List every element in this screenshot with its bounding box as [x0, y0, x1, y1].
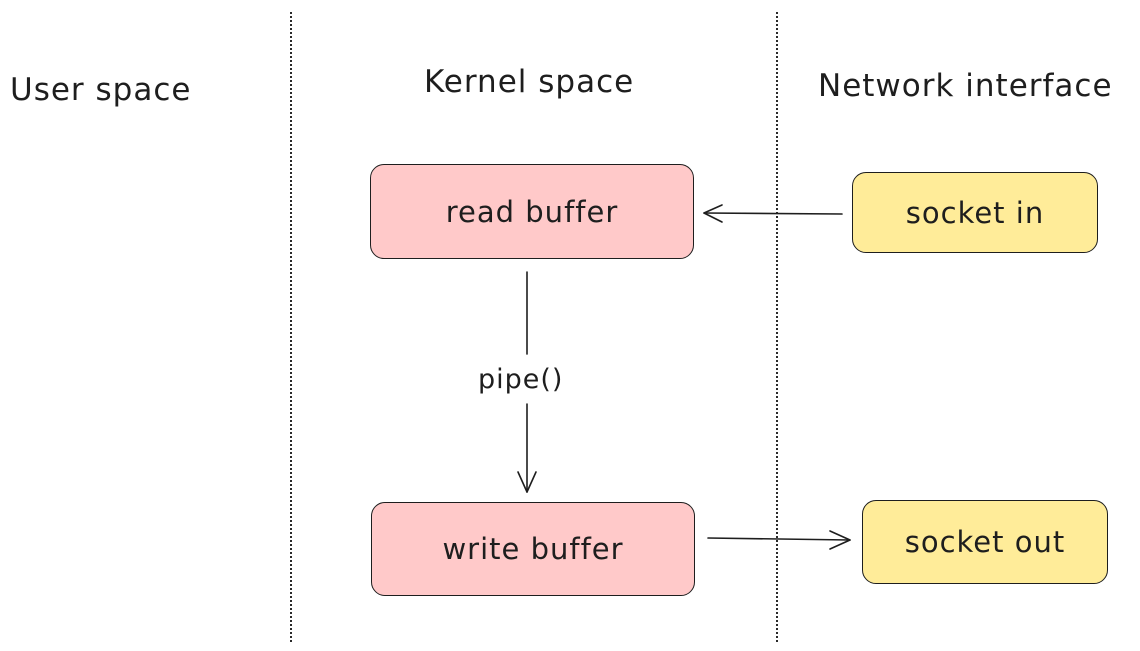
arrow-read-to-write-buffer — [517, 271, 537, 493]
arrow-write-buffer-to-socket-out — [707, 530, 851, 550]
arrow-socket-in-to-read-buffer — [703, 204, 843, 223]
read-buffer-node: read buffer — [370, 164, 694, 259]
lane-title-network-interface: Network interface — [818, 68, 1113, 104]
socket-out-label: socket out — [904, 525, 1066, 559]
write-buffer-node: write buffer — [371, 502, 695, 596]
read-buffer-label: read buffer — [445, 194, 619, 229]
lane-divider-user-kernel — [290, 12, 292, 642]
socket-out-node: socket out — [862, 500, 1108, 584]
write-buffer-label: write buffer — [442, 532, 624, 566]
socket-in-node: socket in — [852, 172, 1098, 253]
lane-title-user-space: User space — [10, 72, 192, 108]
lane-divider-kernel-network — [776, 12, 778, 642]
socket-in-label: socket in — [905, 195, 1045, 230]
pipe-edge-label: pipe() — [478, 364, 564, 395]
lane-title-kernel-space: Kernel space — [424, 64, 635, 100]
